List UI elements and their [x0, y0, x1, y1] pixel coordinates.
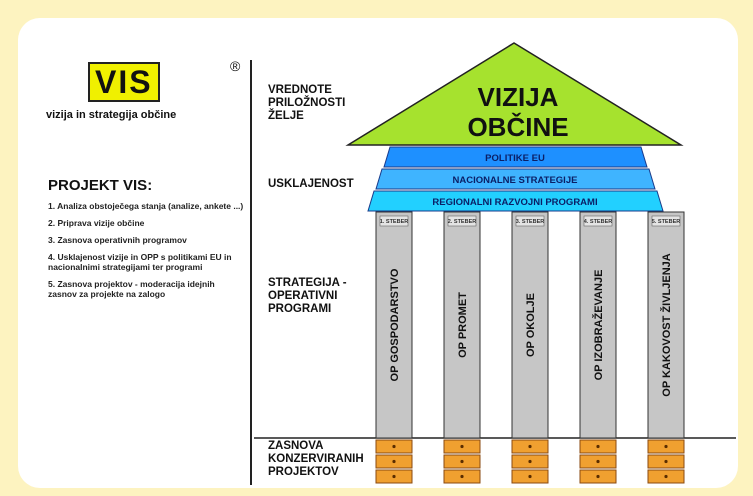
project-title: PROJEKT VIS:	[48, 177, 153, 194]
band-label: NACIONALNE STRATEGIJE	[453, 175, 578, 186]
pillar-cap	[379, 215, 409, 227]
vision-house-diagram: VIZIJA OBČINE POLITIKE EU NACIONALNE STR…	[254, 42, 736, 484]
vertical-divider	[250, 60, 252, 485]
block-dot	[460, 474, 464, 479]
vis-logo: VIS ®	[88, 58, 240, 102]
label-alignment: USKLAJENOST	[268, 178, 354, 190]
pillar-column	[579, 211, 617, 439]
pillar-label: OP KAKOVOST ŽIVLJENJA	[660, 253, 673, 396]
label-values: VREDNOTE PRILOŽNOSTI ŽELJE	[268, 84, 346, 122]
pillar: 4. STEBER OP IZOBRAŽEVANJE	[579, 211, 617, 484]
logo-mark: VIS	[88, 62, 160, 102]
block-dot	[596, 444, 600, 449]
band-label: POLITIKE EU	[485, 153, 545, 164]
band-nacionalne-strategije	[375, 168, 656, 190]
block-dot	[392, 474, 396, 479]
pillar: 3. STEBER OP OKOLJE	[511, 211, 549, 484]
pillar-column	[375, 211, 413, 439]
logo-tagline: vizija in strategija občine	[46, 109, 177, 121]
pillar: 2. STEBER OP PROMET	[443, 211, 481, 484]
pillar-number: 3. STEBER	[516, 219, 544, 225]
project-step: 3. Zasnova operativnih programov	[48, 235, 187, 245]
label-projects: ZASNOVA KONZERVIRANIH PROJEKTOV	[268, 440, 364, 478]
block-dot	[596, 474, 600, 479]
pillar-column	[647, 211, 685, 439]
diagram-card: VIS ® vizija in strategija občine PROJEK…	[18, 18, 738, 488]
roof-title-line1: VIZIJA	[478, 82, 559, 112]
pillar-cap	[651, 215, 681, 227]
project-step: 2. Priprava vizije občine	[48, 218, 145, 228]
band-politike-eu	[383, 146, 648, 168]
pillar-label: OP PROMET	[457, 292, 469, 358]
label-strategy: STRATEGIJA - OPERATIVNI PROGRAMI	[268, 277, 347, 315]
block-dot	[528, 459, 532, 464]
pillar: 5. STEBER OP KAKOVOST ŽIVLJENJA	[647, 211, 685, 484]
block-dot	[664, 444, 668, 449]
pillar: 1. STEBER OP GOSPODARSTVO	[375, 211, 413, 484]
roof-triangle	[345, 42, 684, 146]
block-dot	[392, 459, 396, 464]
project-steps: 1. Analiza obstoječega stanja (analize, …	[48, 201, 244, 306]
project-step: 5. Zasnova projektov - moderacija idejni…	[48, 279, 215, 299]
pillar-cap	[447, 215, 477, 227]
band-regionalni-programi	[367, 190, 664, 212]
block-dot	[664, 459, 668, 464]
block-dot	[392, 444, 396, 449]
roof-title-line2: OBČINE	[467, 112, 568, 142]
pillar-number: 1. STEBER	[380, 219, 408, 225]
pillar-column	[443, 211, 481, 439]
pillar-number: 5. STEBER	[652, 219, 680, 225]
block-dot	[460, 459, 464, 464]
pillar-label: OP GOSPODARSTVO	[389, 268, 401, 381]
block-dot	[596, 459, 600, 464]
pillar-cap	[583, 215, 613, 227]
band-label: REGIONALNI RAZVOJNI PROGRAMI	[432, 197, 597, 208]
pillar-cap	[515, 215, 545, 227]
pillar-label: OP IZOBRAŽEVANJE	[592, 270, 605, 381]
pillars-group: 1. STEBER OP GOSPODARSTVO 2. STEBER OP PROM…	[375, 211, 685, 484]
pillar-column	[511, 211, 549, 439]
block-dot	[460, 444, 464, 449]
pillar-number: 4. STEBER	[584, 219, 612, 225]
project-step: 4. Usklajenost vizije in OPP s politikam…	[48, 252, 232, 272]
project-step: 1. Analiza obstoječega stanja (analize, …	[48, 201, 244, 211]
pillar-number: 2. STEBER	[448, 219, 476, 225]
block-dot	[664, 474, 668, 479]
registered-mark: ®	[230, 58, 241, 74]
block-dot	[528, 444, 532, 449]
pillar-label: OP OKOLJE	[525, 293, 537, 357]
block-dot	[528, 474, 532, 479]
